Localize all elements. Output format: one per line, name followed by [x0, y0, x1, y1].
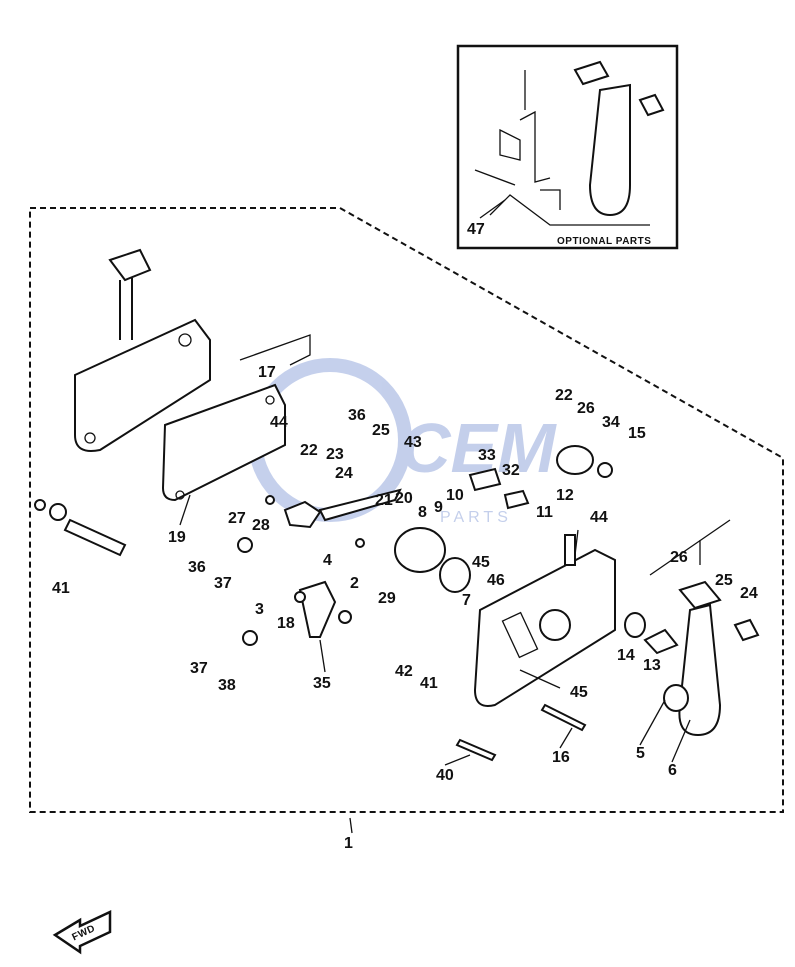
callout-26: 24	[740, 585, 758, 602]
callout-30: 28	[252, 517, 270, 534]
callout-1: 1	[344, 835, 353, 852]
callout-19: 19	[168, 529, 186, 546]
callout-9: 9	[434, 499, 443, 516]
callout-22: 22	[555, 387, 573, 404]
gasket-plate	[161, 383, 286, 502]
callout-11: 11	[536, 504, 553, 521]
callout-20: 20	[395, 490, 413, 507]
callout-36: 37	[190, 660, 208, 677]
callout-37: 37	[214, 575, 232, 592]
callout-24: 25	[372, 422, 390, 439]
watermark-text: PARTS	[440, 509, 512, 526]
callout-7: 7	[462, 592, 471, 609]
callout-31: 29	[378, 590, 396, 607]
callout-35: 35	[313, 675, 331, 692]
callout-32: 32	[502, 462, 520, 479]
fwd-arrow-icon: FWD	[52, 910, 112, 955]
callout-45: 41	[420, 675, 438, 692]
callout-41: 45	[570, 684, 588, 701]
callout-47: 47	[467, 221, 485, 238]
callout-12: 12	[556, 487, 574, 504]
callout-5: 5	[636, 745, 645, 762]
callout-14: 14	[617, 647, 635, 664]
callout-28: 26	[670, 549, 688, 566]
callout-6: 6	[668, 762, 677, 779]
callout-3: 3	[255, 601, 264, 618]
screw-44-left	[63, 518, 127, 557]
callout-46: 42	[395, 663, 413, 680]
callout-21: 21	[375, 492, 393, 509]
callout-29: 27	[228, 510, 246, 527]
callout-36: 36	[188, 559, 206, 576]
bolt-16	[540, 703, 587, 732]
bolt-44	[455, 738, 497, 762]
callout-40: 44	[590, 509, 608, 526]
callout-27: 25	[715, 572, 733, 589]
callout-labels: 47 17 44 36 25 43 22 23 24 20 21 27 28 1…	[52, 221, 758, 852]
callout-24: 24	[335, 465, 353, 482]
callout-17: 17	[258, 364, 276, 381]
callout-10: 10	[446, 487, 464, 504]
callout-36: 36	[348, 407, 366, 424]
callout-33: 33	[478, 447, 496, 464]
callout-25: 26	[577, 400, 595, 417]
callout-16: 16	[552, 749, 570, 766]
callout-23: 23	[326, 446, 344, 463]
assembly-border	[29, 207, 784, 813]
link-rod	[239, 334, 311, 366]
callout-42: 45	[472, 554, 490, 571]
optional-parts-label: OPTIONAL PARTS	[557, 236, 651, 247]
callout-38: 43	[404, 434, 422, 451]
callout-34: 34	[602, 414, 620, 431]
callout-15: 15	[628, 425, 646, 442]
leader-lines	[179, 199, 691, 834]
optional-parts-box: OPTIONAL PARTS	[456, 44, 679, 250]
housing-cover	[74, 248, 211, 452]
callout-18: 18	[277, 615, 295, 632]
callout-22: 22	[300, 442, 318, 459]
callout-2: 2	[350, 575, 359, 592]
control-body	[473, 534, 679, 707]
callout-39: 44	[270, 414, 288, 431]
callout-44: 40	[436, 767, 454, 784]
callout-37: 38	[218, 677, 236, 694]
control-lever	[649, 519, 760, 737]
middle-parts	[237, 445, 613, 646]
callout-44: 41	[52, 580, 70, 597]
callout-13: 13	[643, 657, 661, 674]
callout-43: 46	[487, 572, 505, 589]
callout-8: 8	[418, 504, 427, 521]
callout-4: 4	[323, 552, 332, 569]
